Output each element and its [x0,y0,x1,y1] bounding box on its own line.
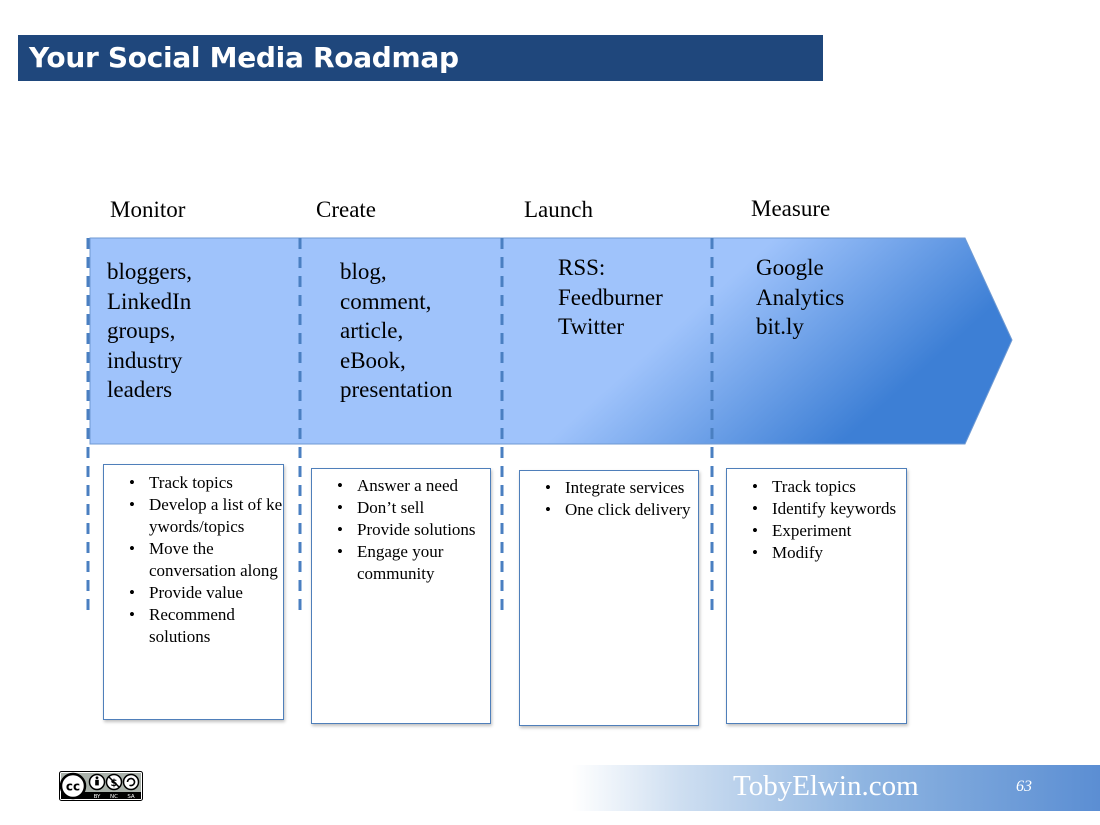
bullet-item: Engage your community [312,541,490,585]
stage-title-measure: Measure [751,196,831,221]
bullet-item: Recommend solutions [104,604,283,648]
svg-text:$: $ [111,778,118,789]
bullet-text: Identify keywords [772,499,897,518]
arrow-line: bit.ly [756,314,804,339]
license-by-label: BY [94,794,101,800]
bullet-item: Modify [727,542,906,564]
arrow-text-measure: Google Analytics bit.ly [756,253,844,342]
bullet-item: One click delivery [520,499,698,521]
bullet-item: Move the conversation along [104,538,283,582]
bullet-item: Track topics [104,472,283,494]
bullet-text: One click delivery [565,500,691,519]
arrow-line: eBook, [340,347,406,373]
bullet-box-measure: Track topics Identify keywords Experimen… [726,468,907,724]
bullet-item: Develop a list of keywords/topics [104,494,283,538]
bullet-text: Answer a need [357,476,459,495]
bullet-item: Answer a need [312,475,490,497]
bullet-text: Don’t sell [357,498,425,517]
svg-text:cc: cc [66,780,80,794]
bullet-text: Develop a list of keywords/topics [149,495,283,536]
bullet-list: Track topics Develop a list of keywords/… [104,472,283,648]
bullet-item: Provide value [104,582,283,604]
arrow-text-launch: RSS: Feedburner Twitter [558,253,663,342]
arrow-line: RSS: [558,255,606,280]
arrow-text-create: blog, comment, article, eBook, presentat… [340,257,452,405]
arrow-shape [89,237,1013,445]
bullet-item: Experiment [727,520,906,542]
arrow-line: Feedburner [558,284,663,310]
bullet-text: Integrate services [565,478,685,497]
page-number: 63 [1016,778,1032,795]
bullet-text: Recommend solutions [149,605,235,646]
footer-site-name: TobyElwin.com [733,770,919,802]
bullet-text: Experiment [772,521,852,540]
arrow-line: bloggers, [107,259,192,284]
creative-commons-license-icon: cc $ BY NC SA [59,771,143,801]
stage-title-create: Create [316,197,377,222]
arrow-line: Google [756,255,824,280]
bullet-text: Engage your community [357,542,444,583]
arrow-line: leaders [107,377,173,402]
stage-title-monitor: Monitor [110,197,186,222]
bullet-item: Provide solutions [312,519,490,541]
bullet-text: Modify [772,543,823,562]
arrow-line: Twitter [558,314,625,339]
bullet-text: Move the conversation along [149,539,278,580]
arrow-line: comment, [340,288,432,314]
arrow-line: industry [107,347,183,373]
bullet-item: Don’t sell [312,497,490,519]
bullet-box-monitor: Track topics Develop a list of keywords/… [103,464,284,720]
bullet-box-launch: Integrate services One click delivery [519,470,699,726]
bullet-item: Integrate services [520,477,698,499]
bullet-list: Integrate services One click delivery [520,477,698,521]
bullet-text: Track topics [772,477,856,496]
bullet-text: Provide value [149,583,243,602]
bullet-item: Track topics [727,476,906,498]
license-sa-label: SA [127,794,135,800]
arrow-line: presentation [340,377,453,402]
stage-title-launch: Launch [524,197,593,222]
arrow-text-monitor: bloggers, LinkedIn groups, industry lead… [107,257,192,405]
bullet-item: Identify keywords [727,498,906,520]
arrow-line: LinkedIn [107,288,192,314]
bullet-list: Answer a need Don’t sell Provide solutio… [312,475,490,585]
arrow-line: groups, [107,318,176,343]
bullet-box-create: Answer a need Don’t sell Provide solutio… [311,468,491,724]
slide-title: Your Social Media Roadmap [29,41,459,74]
bullet-list: Track topics Identify keywords Experimen… [727,476,906,564]
title-bar: Your Social Media Roadmap [18,35,823,81]
arrow-line: blog, [340,259,387,284]
footer-band [572,765,1100,811]
bullet-text: Provide solutions [357,520,476,539]
license-nc-label: NC [110,794,118,800]
arrow-line: Analytics [756,284,845,310]
arrow-line: article, [340,318,404,343]
bullet-text: Track topics [149,473,233,492]
